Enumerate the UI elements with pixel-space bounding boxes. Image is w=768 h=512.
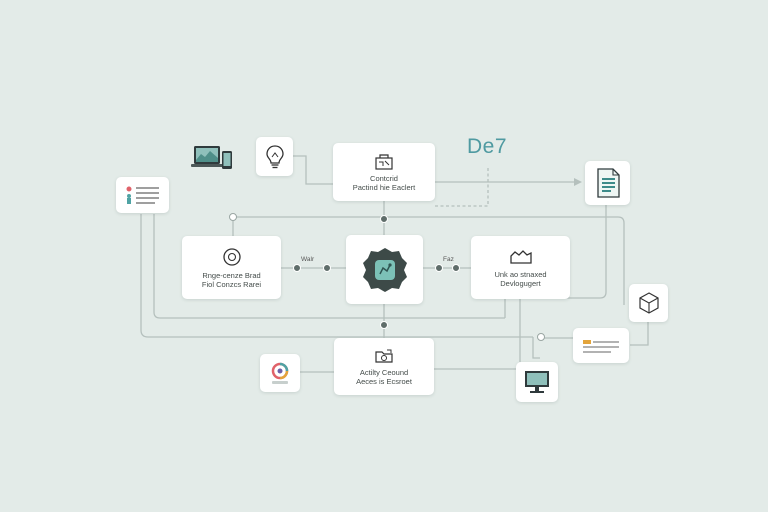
app-badge-icon [271,362,289,384]
right-center-card[interactable]: Unk ao stnaxed Devlogugert [471,236,570,299]
top-center-line1: Contcrid [370,173,398,183]
bottom-center-card[interactable]: Actilty Ceound Aeces is Ecsroet [334,338,434,395]
lightbulb-icon [265,144,284,168]
top-center-line2: Pactind hie Eaclert [352,182,416,192]
right-center-line2: Devlogugert [500,278,541,288]
monitor-icon [525,371,549,393]
top-center-card[interactable]: Contcrid Pactind hie Eaclert [333,143,435,201]
left-center-card[interactable]: Rnge-cenze Brad Fiol Conzcs Rarei [182,236,281,299]
cube-icon [638,292,659,314]
lightbulb-card[interactable] [256,137,293,176]
laptop-phone-icon [191,144,235,172]
profile-list-icon [126,186,159,204]
bottom-center-line1: Actilty Ceound [359,368,409,377]
bottom-center-line2: Aeces is Ecsroet [356,377,412,386]
central-hub-card[interactable] [346,235,423,304]
settings-folder-icon [375,349,393,363]
notes-icon [583,339,619,353]
document-card[interactable] [585,161,630,205]
document-icon [596,168,620,198]
notes-card[interactable] [573,328,629,363]
right-center-line1: Unk ao stnaxed [494,269,547,279]
monitor-card[interactable] [516,362,558,402]
edge-label-left: Walr [301,256,315,263]
left-center-line1: Rnge-cenze Brad [202,271,261,280]
cube-card[interactable] [629,284,668,322]
hub-gear-icon [362,247,407,292]
badge-text: De7 [467,135,508,158]
app-badge-card[interactable] [260,354,300,392]
cloud-icon [509,249,532,264]
left-center-line2: Fiol Conzcs Rarei [201,280,262,289]
edge-label-right: Faz [443,256,454,263]
refresh-icon [222,248,241,266]
circuit-icon [375,153,393,170]
profile-list-card[interactable] [116,177,169,213]
